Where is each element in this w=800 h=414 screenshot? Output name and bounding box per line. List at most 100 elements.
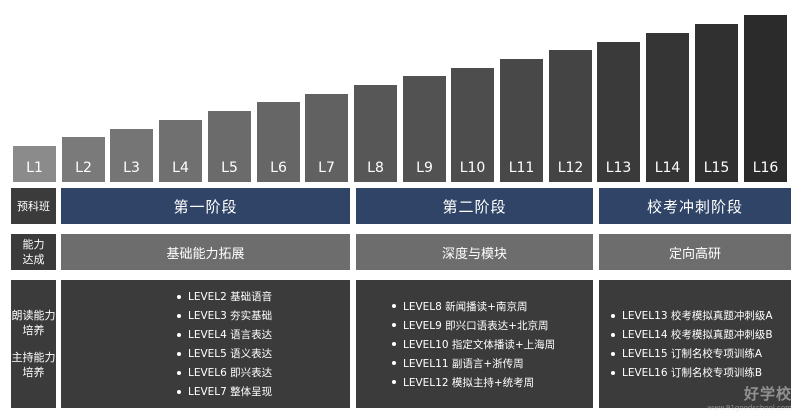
bullet-icon	[392, 304, 396, 308]
row-label-ability-text: 能力达成	[22, 238, 45, 266]
list-item: LEVEL12 模拟主持+统考周	[392, 373, 593, 392]
stage-3-label: 校考冲刺阶段	[646, 197, 743, 216]
list-item: LEVEL5 语义表达	[177, 344, 350, 363]
stage-2: 第二阶段	[356, 188, 593, 224]
level-bar-label: L13	[605, 160, 632, 176]
bullet-icon	[392, 342, 396, 346]
ability-2: 深度与模块	[356, 234, 593, 270]
list-item-text: LEVEL12 模拟主持+统考周	[403, 376, 535, 389]
list-item-text: LEVEL11 副语言+浙传周	[403, 357, 524, 370]
level-bar-label: L4	[172, 160, 189, 176]
bullet-icon	[611, 351, 615, 356]
list-item: LEVEL13 校考模拟真题冲刺级A	[611, 306, 791, 325]
bullet-icon	[611, 313, 615, 318]
list-item-text: LEVEL2 基础语音	[188, 291, 273, 303]
list-item-text: LEVEL13 校考模拟真题冲刺级A	[622, 310, 773, 322]
bullet-icon	[177, 370, 181, 375]
list-item: LEVEL10 指定文体播读+上海周	[392, 335, 593, 354]
bullet-icon	[392, 361, 396, 365]
level-bar-l3: L3	[110, 129, 153, 182]
ability-1-label: 基础能力拓展	[166, 246, 245, 262]
level-bar-l9: L9	[403, 76, 446, 182]
list-item: LEVEL8 新闻播读+南京周	[392, 297, 593, 316]
row-label-hosting-text: 主持能力培养	[11, 351, 56, 379]
level-bar-l5: L5	[208, 111, 251, 182]
watermark: 好学校 www.91goodschool.com	[707, 383, 792, 412]
bullet-icon	[177, 332, 181, 337]
list-item-text: LEVEL9 即兴口语表达+北京周	[403, 319, 549, 332]
bullet-icon	[392, 323, 396, 327]
list-item: LEVEL15 订制名校专项训练A	[611, 344, 791, 363]
level-bar-label: L16	[752, 160, 779, 176]
level-bar-label: L15	[703, 160, 730, 176]
list-item: LEVEL14 校考模拟真题冲刺级B	[611, 325, 791, 344]
list-item: LEVEL3 夯实基础	[177, 306, 350, 325]
ability-1: 基础能力拓展	[61, 234, 350, 270]
list-item-text: LEVEL15 订制名校专项训练A	[622, 348, 763, 360]
level-bar-label: L2	[75, 160, 92, 176]
list-item-text: LEVEL14 校考模拟真题冲刺级B	[622, 329, 773, 341]
level-bar-label: L1	[26, 160, 43, 176]
stage-2-label: 第二阶段	[442, 197, 507, 216]
bullet-icon	[177, 389, 181, 394]
level-bar-label: L14	[654, 160, 681, 176]
row-label-ability: 能力达成	[11, 234, 56, 270]
stage-3: 校考冲刺阶段	[599, 188, 791, 224]
level-bar-l16: L16	[744, 15, 787, 182]
level-bar-l11: L11	[500, 59, 543, 182]
level-bar-label: L8	[367, 160, 384, 176]
ability-3: 定向高研	[599, 234, 791, 270]
bullet-icon	[611, 370, 615, 375]
level-staircase: L1 L2 L3 L4 L5 L6 L7 L8 L9 L10 L11 L12 L13 L14 L15 L16	[0, 0, 800, 182]
level-bar-l7: L7	[305, 94, 348, 182]
level-bar-l14: L14	[646, 33, 689, 182]
list-item: LEVEL2 基础语音	[177, 287, 350, 306]
level-bar-label: L11	[508, 160, 535, 176]
row-label-training: 朗读能力培养 主持能力培养	[11, 280, 56, 408]
row-label-prep: 预科班	[11, 188, 56, 224]
content-stage-1: LEVEL2 基础语音 LEVEL3 夯实基础 LEVEL4 语言表达 LEVEL5 …	[61, 280, 350, 408]
list-item-text: LEVEL6 即兴表达	[188, 367, 273, 379]
stage-1: 第一阶段	[61, 188, 350, 224]
level-bar-label: L10	[459, 160, 486, 176]
bullet-icon	[392, 380, 396, 384]
list-item: LEVEL7 整体呈现	[177, 382, 350, 401]
level-bar-l15: L15	[695, 24, 738, 182]
level-bar-l6: L6	[257, 102, 300, 182]
list-item-text: LEVEL4 语言表达	[188, 329, 273, 341]
level-bar-label: L12	[557, 160, 584, 176]
watermark-url: www.91goodschool.com	[707, 404, 792, 412]
content-stage-3: LEVEL13 校考模拟真题冲刺级A LEVEL14 校考模拟真题冲刺级B LEVE…	[599, 280, 791, 408]
level-bar-label: L6	[270, 160, 287, 176]
level-bar-l2: L2	[62, 137, 105, 182]
content-stage-2: LEVEL8 新闻播读+南京周 LEVEL9 即兴口语表达+北京周 LEVEL10 …	[356, 280, 593, 408]
bullet-icon	[611, 332, 615, 337]
level-bar-l10: L10	[451, 68, 494, 182]
list-item: LEVEL9 即兴口语表达+北京周	[392, 316, 593, 335]
row-label-prep-text: 预科班	[17, 199, 50, 213]
list-item: LEVEL4 语言表达	[177, 325, 350, 344]
level-bar-l1: L1	[13, 146, 56, 182]
ability-2-label: 深度与模块	[441, 246, 507, 262]
list-item: LEVEL11 副语言+浙传周	[392, 354, 593, 373]
list-item-text: LEVEL16 订制名校专项训练B	[622, 367, 763, 379]
level-bar-l8: L8	[354, 85, 397, 182]
level-bar-label: L7	[318, 160, 335, 176]
ability-3-label: 定向高研	[668, 246, 721, 262]
stage-1-label: 第一阶段	[173, 197, 238, 216]
row-label-reading-text: 朗读能力培养	[11, 309, 56, 337]
level-bar-label: L9	[416, 160, 433, 176]
level-bar-label: L3	[123, 160, 140, 176]
list-item: LEVEL6 即兴表达	[177, 363, 350, 382]
list-item-text: LEVEL5 语义表达	[188, 348, 273, 360]
bullet-icon	[177, 351, 181, 356]
level-bar-label: L5	[221, 160, 238, 176]
bullet-icon	[177, 294, 181, 299]
list-item: LEVEL16 订制名校专项训练B	[611, 363, 791, 382]
level-bar-l12: L12	[549, 50, 592, 182]
bullet-icon	[177, 313, 181, 318]
list-item-text: LEVEL10 指定文体播读+上海周	[403, 338, 556, 351]
watermark-logo: 好学校	[743, 385, 792, 403]
list-item-text: LEVEL3 夯实基础	[188, 310, 273, 322]
list-item-text: LEVEL8 新闻播读+南京周	[403, 300, 528, 313]
